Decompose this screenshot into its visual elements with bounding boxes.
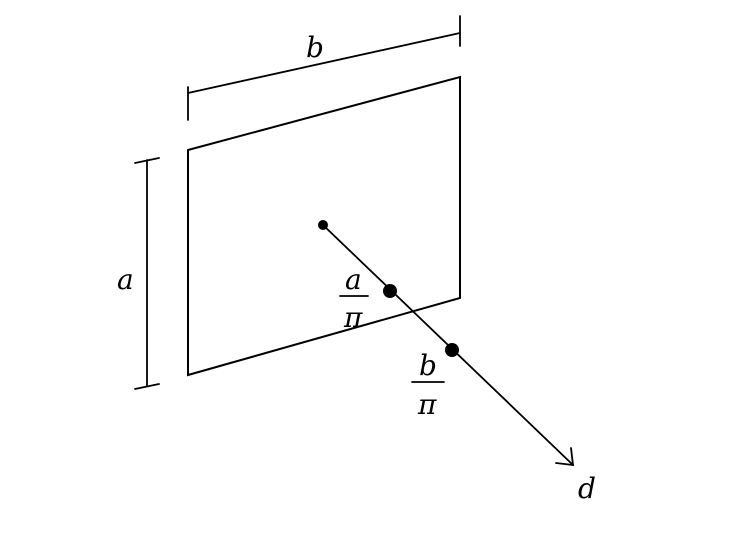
width-dimension-line xyxy=(187,32,461,94)
distance-axis-label: d xyxy=(578,472,596,505)
point-a-over-pi xyxy=(383,284,397,298)
height-label: a xyxy=(117,263,134,296)
height-dimension-tick-bottom xyxy=(134,383,160,390)
height-dimension xyxy=(134,157,160,390)
plate-center-point xyxy=(318,220,328,230)
rectangular-plate xyxy=(187,75,461,377)
fraction-b-denominator: π xyxy=(417,388,437,421)
fraction-b-numerator: b xyxy=(419,349,437,382)
point-b-over-pi xyxy=(445,343,459,357)
width-label: b xyxy=(306,31,324,64)
width-dimension xyxy=(187,15,461,121)
fraction-a-over-pi: a π xyxy=(339,263,369,334)
fraction-b-over-pi: b π xyxy=(411,349,445,421)
distance-axis-arrowhead xyxy=(555,447,575,467)
height-dimension-tick-top xyxy=(134,157,160,164)
fraction-a-numerator: a xyxy=(345,263,362,296)
fraction-a-denominator: π xyxy=(343,301,363,334)
